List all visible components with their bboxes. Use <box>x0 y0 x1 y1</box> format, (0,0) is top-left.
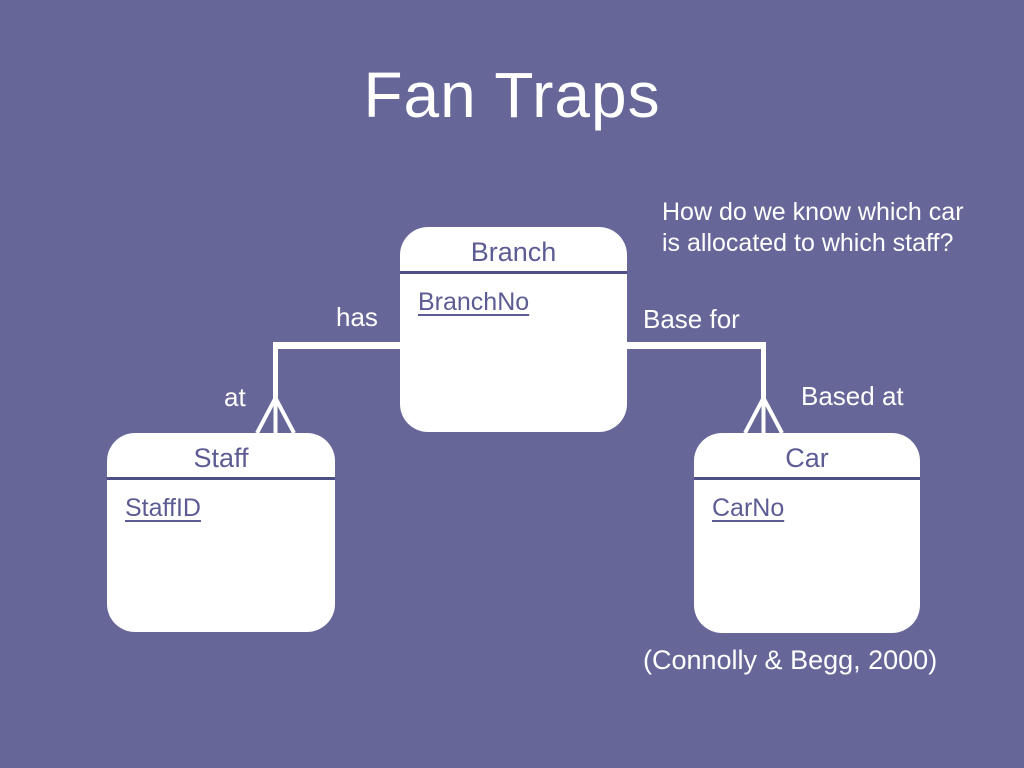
entity-branch: Branch BranchNo <box>400 227 627 432</box>
entity-divider <box>694 477 920 480</box>
entity-car-name: Car <box>785 443 829 473</box>
entity-branch-name: Branch <box>470 237 557 267</box>
relationship-label-at: at <box>224 382 246 412</box>
entity-staff-name: Staff <box>193 443 249 473</box>
crow-foot-icon <box>255 396 296 434</box>
annotation-question: How do we know which car is allocated to… <box>662 198 964 257</box>
crow-foot-icon <box>743 396 784 434</box>
connector-branch-car-horizontal <box>627 342 766 349</box>
connector-branch-staff-horizontal <box>275 342 400 349</box>
entity-staff-attribute: StaffID <box>125 494 201 522</box>
entity-staff: Staff StaffID <box>107 433 335 632</box>
entity-car: Car CarNo <box>694 433 920 633</box>
relationship-label-has: has <box>336 302 378 332</box>
entity-divider <box>107 477 335 480</box>
entity-car-attribute: CarNo <box>712 494 785 522</box>
slide-title: Fan Traps <box>363 59 661 131</box>
connector-branch-staff-vertical <box>273 342 278 400</box>
entity-divider <box>400 271 627 274</box>
citation: (Connolly & Begg, 2000) <box>643 645 938 675</box>
connector-branch-car-vertical <box>761 342 766 400</box>
relationship-label-based-at: Based at <box>801 381 904 411</box>
entity-branch-attribute: BranchNo <box>418 288 530 316</box>
relationship-label-base-for: Base for <box>643 304 740 334</box>
